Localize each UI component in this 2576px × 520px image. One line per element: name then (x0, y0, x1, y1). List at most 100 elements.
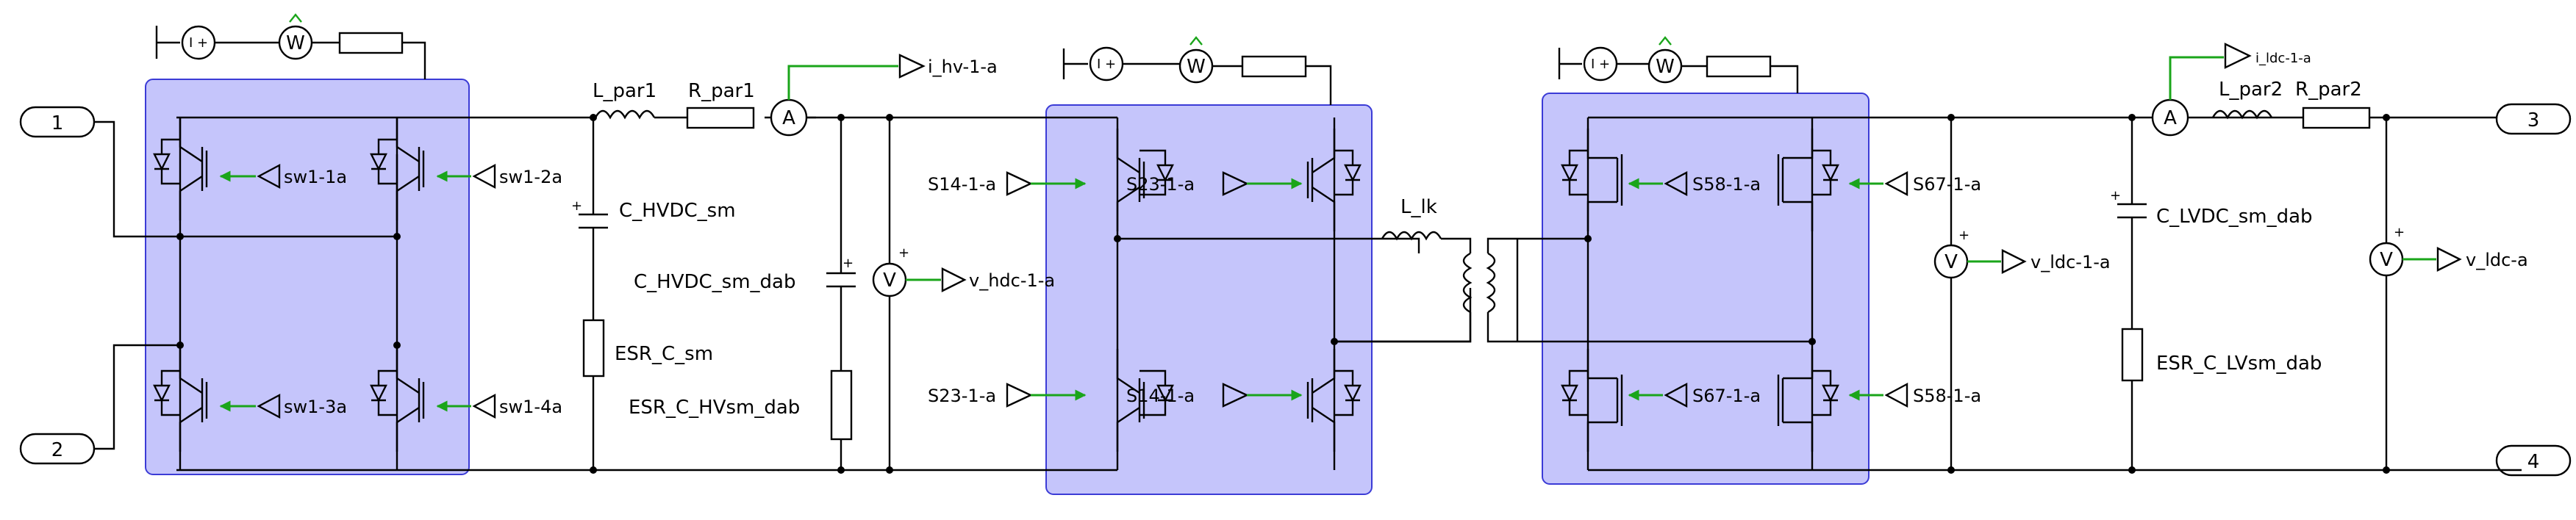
label-v-hdc: v_hdc-1-a (969, 270, 1055, 291)
port-4-label: 4 (2527, 451, 2540, 473)
label-v-ldc: v_ldc-a (2466, 250, 2528, 270)
voltmeter-v-ldc1[interactable]: V + v_ldc-1-a (1933, 228, 2111, 279)
label-s67-1a-bottom: S67-1-a (1692, 386, 1761, 406)
gate-s67-1a-input[interactable]: S67-1-a (1848, 170, 1981, 197)
gate-sw1-3a[interactable]: sw1-3a (219, 393, 347, 419)
wattmeter-icon: W (286, 32, 305, 54)
inductor-l-lk[interactable]: L_lk (1381, 196, 1472, 253)
label-l-par1: L_par1 (593, 80, 656, 102)
c-hvdc-sm-plus: + (571, 198, 582, 214)
label-s23-1a-in: S23-1-a (928, 386, 996, 406)
igbt-s14-1a-bottom[interactable] (1306, 349, 1362, 452)
transformer[interactable] (1334, 237, 1517, 343)
igbt-s23-1a-bottom[interactable] (1116, 349, 1174, 452)
gate-s14-1a-input[interactable]: S14-1-a (928, 171, 1087, 196)
wattmeter2-icon: W (1187, 56, 1206, 78)
mosfet-s58-1a-top[interactable] (1561, 129, 1623, 231)
label-s58-1a-top: S58-1-a (1692, 174, 1761, 195)
gate-sw1-1a[interactable]: sw1-1a (219, 163, 347, 189)
source-icon: I + (189, 35, 208, 51)
label-s23-1a-top: S23-1-a (1126, 174, 1195, 195)
ammeter-i-hv[interactable]: A i_hv-1-a (770, 54, 998, 137)
voltmeter-hdc-icon: V (883, 270, 896, 292)
port-1[interactable]: 1 (19, 106, 96, 138)
resistor-esr-c-sm[interactable]: ESR_C_sm (582, 319, 713, 378)
module-dab-hv-bridge[interactable] (1045, 104, 1373, 495)
meter-chain-3[interactable]: I + W (1558, 36, 1799, 93)
label-sw1-2a: sw1-2a (499, 167, 562, 187)
c-hvdc-dab-plus: + (842, 256, 854, 271)
port-2-label: 2 (51, 439, 64, 461)
mosfet-s58-1a-bottom[interactable] (1777, 349, 1839, 452)
resistor-esr-c-lvsm-dab[interactable]: ESR_C_LVsm_dab (2121, 328, 2322, 382)
label-s14-1a-in: S14-1-a (928, 174, 996, 195)
ammeter-ldc-icon: A (2164, 107, 2177, 129)
meter-chain-1[interactable]: I + W (155, 13, 426, 79)
v-ldc1-plus: + (1958, 228, 1969, 243)
port-3[interactable]: 3 (2495, 103, 2572, 135)
wire-dab-lv-legs (1586, 118, 1814, 470)
label-esr-c-lvsm-dab: ESR_C_LVsm_dab (2156, 353, 2322, 375)
label-esr-c-hvsm-dab: ESR_C_HVsm_dab (629, 397, 800, 419)
label-l-par2: L_par2 (2219, 79, 2283, 101)
label-l-lk: L_lk (1400, 196, 1437, 218)
label-s14-1a-bottom: S14-1-a (1126, 386, 1195, 406)
source2-icon: I + (1097, 57, 1116, 72)
label-c-hvdc-sm: C_HVDC_sm (619, 200, 736, 222)
gate-s58-1a-top[interactable]: S58-1-a (1628, 170, 1761, 197)
wire-dab-hv-legs (1116, 118, 1336, 470)
capacitor-c-hvdc-sm-dab[interactable]: + C_HVDC_sm_dab (634, 256, 856, 293)
capacitor-c-hvdc-sm[interactable]: + C_HVDC_sm (571, 198, 736, 229)
mosfet-s67-1a-top[interactable] (1777, 129, 1839, 231)
igbt-sw1-4a[interactable] (370, 349, 425, 452)
module-dab-lv-bridge[interactable] (1542, 93, 1870, 485)
gate-sw1-4a[interactable]: sw1-4a (436, 393, 562, 419)
gate-sw1-2a[interactable]: sw1-2a (436, 163, 562, 189)
resistor-esr-c-hvsm-dab[interactable]: ESR_C_HVsm_dab (629, 369, 853, 441)
port-2[interactable]: 2 (19, 433, 96, 465)
label-esr-c-sm: ESR_C_sm (615, 343, 713, 365)
igbt-sw1-1a[interactable] (153, 118, 208, 220)
source3-icon: I + (1591, 57, 1610, 72)
port-1-label: 1 (51, 112, 64, 134)
v-ldc-plus: + (2394, 225, 2405, 240)
mosfet-s67-1a-bottom[interactable] (1561, 349, 1623, 452)
label-sw1-3a: sw1-3a (284, 397, 347, 417)
wire-port2 (94, 344, 180, 450)
label-c-lvdc-sm-dab: C_LVDC_sm_dab (2156, 206, 2313, 228)
label-s67-1a-in: S67-1-a (1913, 174, 1981, 195)
port-4[interactable]: 4 (2495, 444, 2572, 477)
voltmeter-ldc1-icon: V (1944, 251, 1958, 273)
label-v-ldc1: v_ldc-1-a (2031, 252, 2111, 272)
gate-s23-1a-top[interactable]: S23-1-a (1126, 171, 1303, 196)
v-hdc-plus: + (898, 245, 909, 261)
voltmeter-v-hdc[interactable]: V + v_hdc-1-a (872, 245, 1055, 297)
inductor-l-par2[interactable]: L_par2 (2211, 79, 2283, 120)
c-lvdc-plus: + (2110, 188, 2121, 203)
meter-chain-2[interactable]: I + W (1062, 36, 1332, 105)
igbt-sw1-2a[interactable] (370, 118, 425, 220)
wattmeter3-icon: W (1656, 56, 1675, 78)
inductor-l-par1[interactable]: L_par1 (593, 80, 656, 120)
igbt-sw1-3a[interactable] (153, 349, 208, 452)
label-sw1-4a: sw1-4a (499, 397, 562, 417)
label-s58-1a-in: S58-1-a (1913, 386, 1981, 406)
igbt-s14-1a-top[interactable] (1116, 129, 1174, 231)
label-i-ldc: i_ldc-1-a (2255, 51, 2311, 66)
label-i-hv: i_hv-1-a (928, 57, 998, 77)
capacitor-c-lvdc-sm-dab[interactable]: + C_LVDC_sm_dab (2110, 188, 2313, 228)
voltmeter-v-ldc[interactable]: V + v_ldc-a (2369, 225, 2528, 277)
resistor-r-par1[interactable]: R_par1 (686, 80, 755, 129)
ammeter-hv-icon: A (782, 107, 795, 129)
gate-s23-1a-input[interactable]: S23-1-a (928, 383, 1087, 408)
junction-dots (176, 114, 2390, 474)
ammeter-i-ldc[interactable]: A i_ldc-1-a (2151, 43, 2311, 137)
resistor-r-par2[interactable]: R_par2 (2295, 79, 2371, 129)
igbt-s23-1a-top[interactable] (1306, 129, 1362, 231)
label-r-par1: R_par1 (688, 80, 755, 102)
gate-s58-1a-input[interactable]: S58-1-a (1848, 382, 1981, 408)
gate-s67-1a-bottom[interactable]: S67-1-a (1628, 382, 1761, 408)
gate-s14-1a-bottom[interactable]: S14-1-a (1126, 383, 1303, 408)
voltmeter-ldc-icon: V (2380, 249, 2393, 271)
